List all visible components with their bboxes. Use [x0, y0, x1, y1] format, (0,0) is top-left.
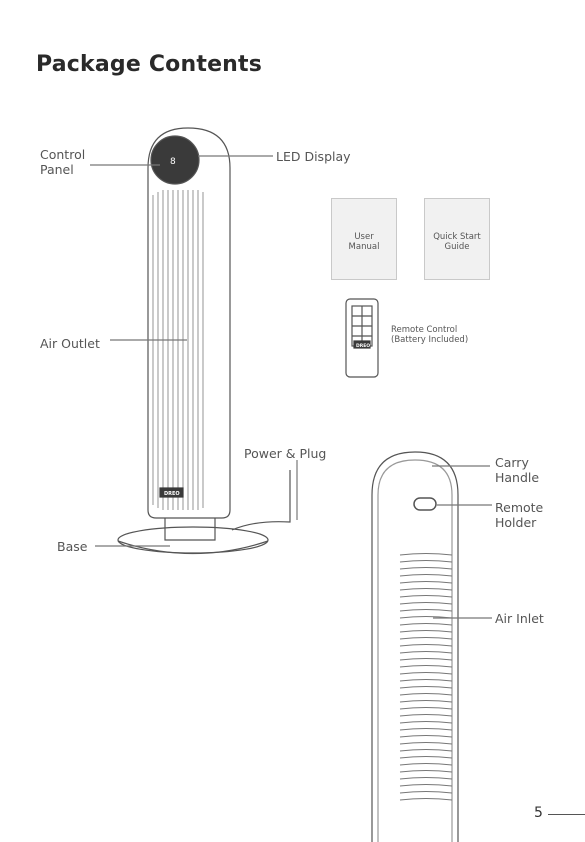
inlet-slat: [400, 582, 452, 584]
page-number-rule: [548, 814, 585, 815]
quick-start-text: Quick Start Guide: [425, 232, 489, 252]
inlet-slat: [400, 610, 452, 612]
inlet-slat: [400, 554, 452, 556]
inlet-slat: [400, 561, 452, 563]
user-manual-text: User Manual: [332, 232, 396, 252]
tower-neck: [165, 518, 215, 540]
page-number: 5: [534, 805, 543, 821]
remote-control-label: Remote Control (Battery Included): [391, 325, 468, 345]
inlet-slat: [400, 764, 452, 766]
inlet-slat: [400, 596, 452, 598]
inlet-slat: [400, 750, 452, 752]
remote-holder-label-line1: Remote: [495, 500, 543, 515]
carry-handle-label: Carry Handle: [495, 455, 539, 485]
remote-holder-label: Remote Holder: [495, 500, 543, 530]
user-manual-line2: Manual: [332, 242, 396, 252]
carry-handle-label-line2: Handle: [495, 470, 539, 485]
power-plug-label: Power & Plug: [244, 446, 326, 461]
inlet-slat: [400, 575, 452, 577]
led-display-digit: 8: [170, 157, 176, 167]
inlet-slat: [400, 659, 452, 661]
tower-body: [148, 128, 230, 518]
inlet-slat: [400, 729, 452, 731]
inlet-slat: [400, 757, 452, 759]
inlet-slat: [400, 722, 452, 724]
quick-start-line2: Guide: [425, 242, 489, 252]
control-panel-label-line1: Control: [40, 147, 85, 162]
inlet-slat: [400, 666, 452, 668]
air-inlet-slats: [400, 554, 452, 801]
inlet-slat: [400, 708, 452, 710]
inlet-slat: [400, 701, 452, 703]
inlet-slat: [400, 687, 452, 689]
inlet-slat: [400, 736, 452, 738]
inlet-slat: [400, 792, 452, 794]
inlet-slat: [400, 652, 452, 654]
air-outlet-grille: [153, 190, 203, 510]
inlet-slat: [400, 568, 452, 570]
remote-control-label-line1: Remote Control: [391, 325, 468, 335]
inlet-slat: [400, 771, 452, 773]
user-manual-line1: User: [332, 232, 396, 242]
air-inlet-label: Air Inlet: [495, 611, 544, 626]
rear-tower-body: [372, 452, 458, 842]
inlet-slat: [400, 645, 452, 647]
remote-holder: [414, 498, 436, 510]
base-label: Base: [57, 539, 87, 554]
inlet-slat: [400, 603, 452, 605]
led-display-label: LED Display: [276, 149, 351, 164]
inlet-slat: [400, 785, 452, 787]
inlet-slat: [400, 743, 452, 745]
user-manual: User Manual: [331, 198, 397, 280]
remote-holder-label-line2: Holder: [495, 515, 543, 530]
power-cord: [232, 470, 290, 530]
tower-brand-text: DREO: [164, 491, 180, 497]
quick-start-line1: Quick Start: [425, 232, 489, 242]
inlet-slat: [400, 694, 452, 696]
inlet-slat: [400, 631, 452, 633]
inlet-slat: [400, 778, 452, 780]
quick-start-guide: Quick Start Guide: [424, 198, 490, 280]
carry-handle-label-line1: Carry: [495, 455, 539, 470]
remote-control-label-line2: (Battery Included): [391, 335, 468, 345]
remote-brand-text: DREO: [356, 343, 370, 349]
inlet-slat: [400, 715, 452, 717]
inlet-slat: [400, 680, 452, 682]
inlet-slat: [400, 673, 452, 675]
inlet-slat: [400, 638, 452, 640]
air-outlet-label: Air Outlet: [40, 336, 100, 351]
inlet-slat: [400, 624, 452, 626]
control-panel-label: Control Panel: [40, 147, 85, 177]
inlet-slat: [400, 589, 452, 591]
inlet-slat: [400, 799, 452, 801]
control-panel-label-line2: Panel: [40, 162, 85, 177]
